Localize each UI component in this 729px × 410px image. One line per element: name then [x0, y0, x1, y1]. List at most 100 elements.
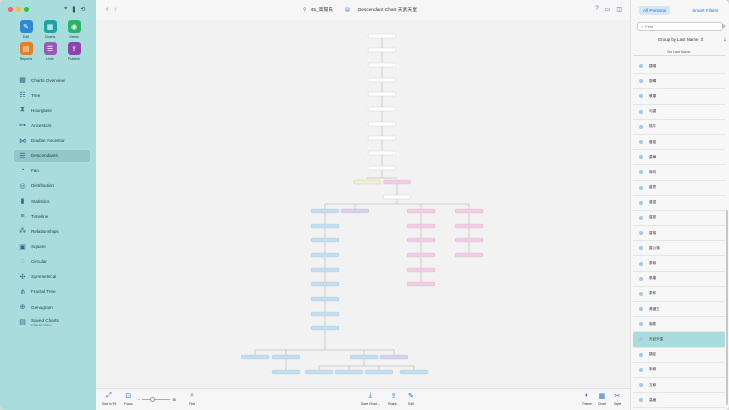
person-row[interactable]: 窮蟬 — [633, 74, 725, 90]
sidebar-item-tree[interactable]: ☷Tree — [14, 89, 90, 101]
zoom-knob[interactable] — [150, 397, 156, 402]
person-node[interactable] — [310, 208, 340, 214]
persons-scrollbar[interactable] — [726, 210, 728, 405]
theme-button[interactable]: ◐ Theme — [582, 392, 592, 406]
bookmark-icon[interactable]: ❚ — [71, 7, 77, 13]
person-row[interactable]: 重華 — [633, 150, 725, 166]
person-node[interactable] — [304, 369, 334, 375]
person-node[interactable] — [406, 281, 436, 287]
person-node[interactable] — [367, 106, 397, 112]
person-node[interactable] — [399, 369, 429, 375]
person-node[interactable] — [454, 208, 484, 214]
tile-edit[interactable]: ✎Edit — [14, 20, 38, 39]
person-row[interactable]: 朱穆 — [633, 363, 725, 378]
person-node[interactable] — [240, 354, 270, 360]
person-row[interactable]: 虞思 — [633, 181, 725, 196]
person-row[interactable]: 瞽叟 — [633, 135, 725, 151]
person-node[interactable] — [310, 296, 340, 302]
sidebar-item-fractal-tree[interactable]: ⋔Fractal Tree — [14, 286, 90, 298]
sidebar-item-fan[interactable]: ◔Fan — [14, 165, 90, 177]
zoom-in-icon[interactable]: ⊞ — [172, 397, 176, 402]
person-node[interactable] — [334, 369, 364, 375]
person-row[interactable]: 美國王 — [633, 302, 725, 318]
person-node[interactable] — [367, 150, 397, 156]
back-arrow-icon[interactable]: ‹ — [106, 6, 115, 13]
tile-publish[interactable]: ⇪Publish — [62, 42, 86, 61]
sidebar-item-symmetrical[interactable]: ✣Symmetrical — [14, 271, 90, 283]
person-node[interactable] — [310, 223, 340, 229]
sidebar-item-double-ancestor[interactable]: ⋈Double Ancestor — [14, 135, 90, 147]
sidebar-item-timeline[interactable]: ≡Timeline — [14, 210, 90, 222]
person-node[interactable] — [383, 194, 411, 200]
person-node[interactable] — [454, 223, 484, 229]
person-row[interactable]: 敬康 — [633, 89, 725, 105]
person-node[interactable] — [310, 325, 340, 331]
person-node[interactable] — [353, 179, 381, 185]
person-node[interactable] — [406, 237, 436, 243]
person-node[interactable] — [367, 165, 397, 171]
zoom-out-icon[interactable]: − — [138, 397, 141, 402]
help-icon[interactable]: ? — [595, 6, 599, 12]
tab-all-persons[interactable]: All Persons — [639, 6, 671, 15]
close-window-button[interactable] — [8, 7, 13, 12]
zoom-slider[interactable]: − ⊞ — [138, 397, 176, 402]
sidebar-item-statistics[interactable]: ▮Statistics — [14, 195, 90, 207]
person-row[interactable]: 句望 — [633, 105, 725, 120]
person-node[interactable] — [367, 47, 397, 53]
person-node[interactable] — [310, 281, 340, 287]
sidebar-item-descendants[interactable]: ☰Descendants — [14, 149, 90, 162]
save-chart-button[interactable]: ⤓ Save Chart... — [361, 392, 380, 406]
person-node[interactable] — [406, 223, 436, 229]
person-node[interactable] — [367, 77, 397, 83]
group-by-selector[interactable]: Group by Last Name ⇕ ⇣ — [635, 35, 727, 44]
person-node[interactable] — [367, 62, 397, 68]
maximize-window-button[interactable] — [24, 7, 29, 12]
person-row[interactable]: 虞夏 — [633, 211, 725, 227]
sidebar-item-genogram[interactable]: ⊕Genogram — [14, 301, 90, 313]
person-node[interactable] — [271, 354, 301, 360]
person-row[interactable]: 謝慶 — [633, 317, 725, 333]
person-node[interactable] — [271, 369, 301, 375]
person-row[interactable]: 虞胡 — [633, 226, 725, 242]
focus-button[interactable]: ⊡ Focus — [124, 393, 133, 406]
person-row[interactable]: 泰仲 — [633, 287, 725, 302]
zoom-track[interactable] — [142, 397, 171, 402]
sidebar-item-ancestors[interactable]: ⊶Ancestors — [14, 119, 90, 131]
gear-icon[interactable]: ⚙ — [721, 24, 726, 30]
person-row[interactable]: 高嚴 — [633, 393, 725, 409]
size-to-fit-button[interactable]: ⤢ Size to Fit — [102, 392, 117, 406]
person-node[interactable] — [379, 354, 409, 360]
tile-views[interactable]: ◉Views — [62, 20, 86, 39]
find-button[interactable]: ⌕ Find — [189, 392, 196, 406]
search-input[interactable] — [645, 24, 710, 29]
person-node[interactable] — [310, 267, 340, 273]
sidebar-item-relationships[interactable]: ⁂Relationships — [14, 225, 90, 237]
tile-charts[interactable]: ▦Charts — [38, 20, 62, 39]
person-node[interactable] — [367, 33, 397, 39]
person-row[interactable]: 泰康 — [633, 272, 725, 287]
sidebar-item-distribution[interactable]: ◎Distribution — [14, 180, 90, 192]
person-node[interactable] — [454, 252, 484, 258]
tile-reports[interactable]: ▤Reports — [14, 42, 38, 61]
person-node[interactable] — [364, 369, 394, 375]
tab-smart-filters[interactable]: Smart Filters — [692, 8, 719, 13]
edit-button[interactable]: ✎ Edit — [408, 393, 414, 406]
person-node[interactable] — [406, 252, 436, 258]
sidebar-toggle-icon[interactable]: ◫ — [616, 7, 622, 13]
sidebar-item-square[interactable]: ▣Square — [14, 241, 90, 253]
person-row[interactable]: 顓頊 — [633, 59, 725, 75]
person-node[interactable] — [367, 121, 397, 127]
share-button[interactable]: ⇪ Share... — [388, 393, 400, 406]
person-node[interactable] — [340, 208, 370, 214]
forward-arrow-icon[interactable]: › — [114, 6, 123, 13]
sort-icon[interactable]: ⇣ — [722, 36, 727, 43]
person-node[interactable] — [349, 354, 379, 360]
person-node[interactable] — [310, 237, 340, 243]
person-node[interactable] — [310, 311, 340, 317]
person-node[interactable] — [310, 252, 340, 258]
person-node[interactable] — [406, 208, 436, 214]
person-node[interactable] — [454, 237, 484, 243]
person-row[interactable]: 天武天皇 — [633, 332, 725, 348]
person-node[interactable] — [367, 91, 397, 97]
